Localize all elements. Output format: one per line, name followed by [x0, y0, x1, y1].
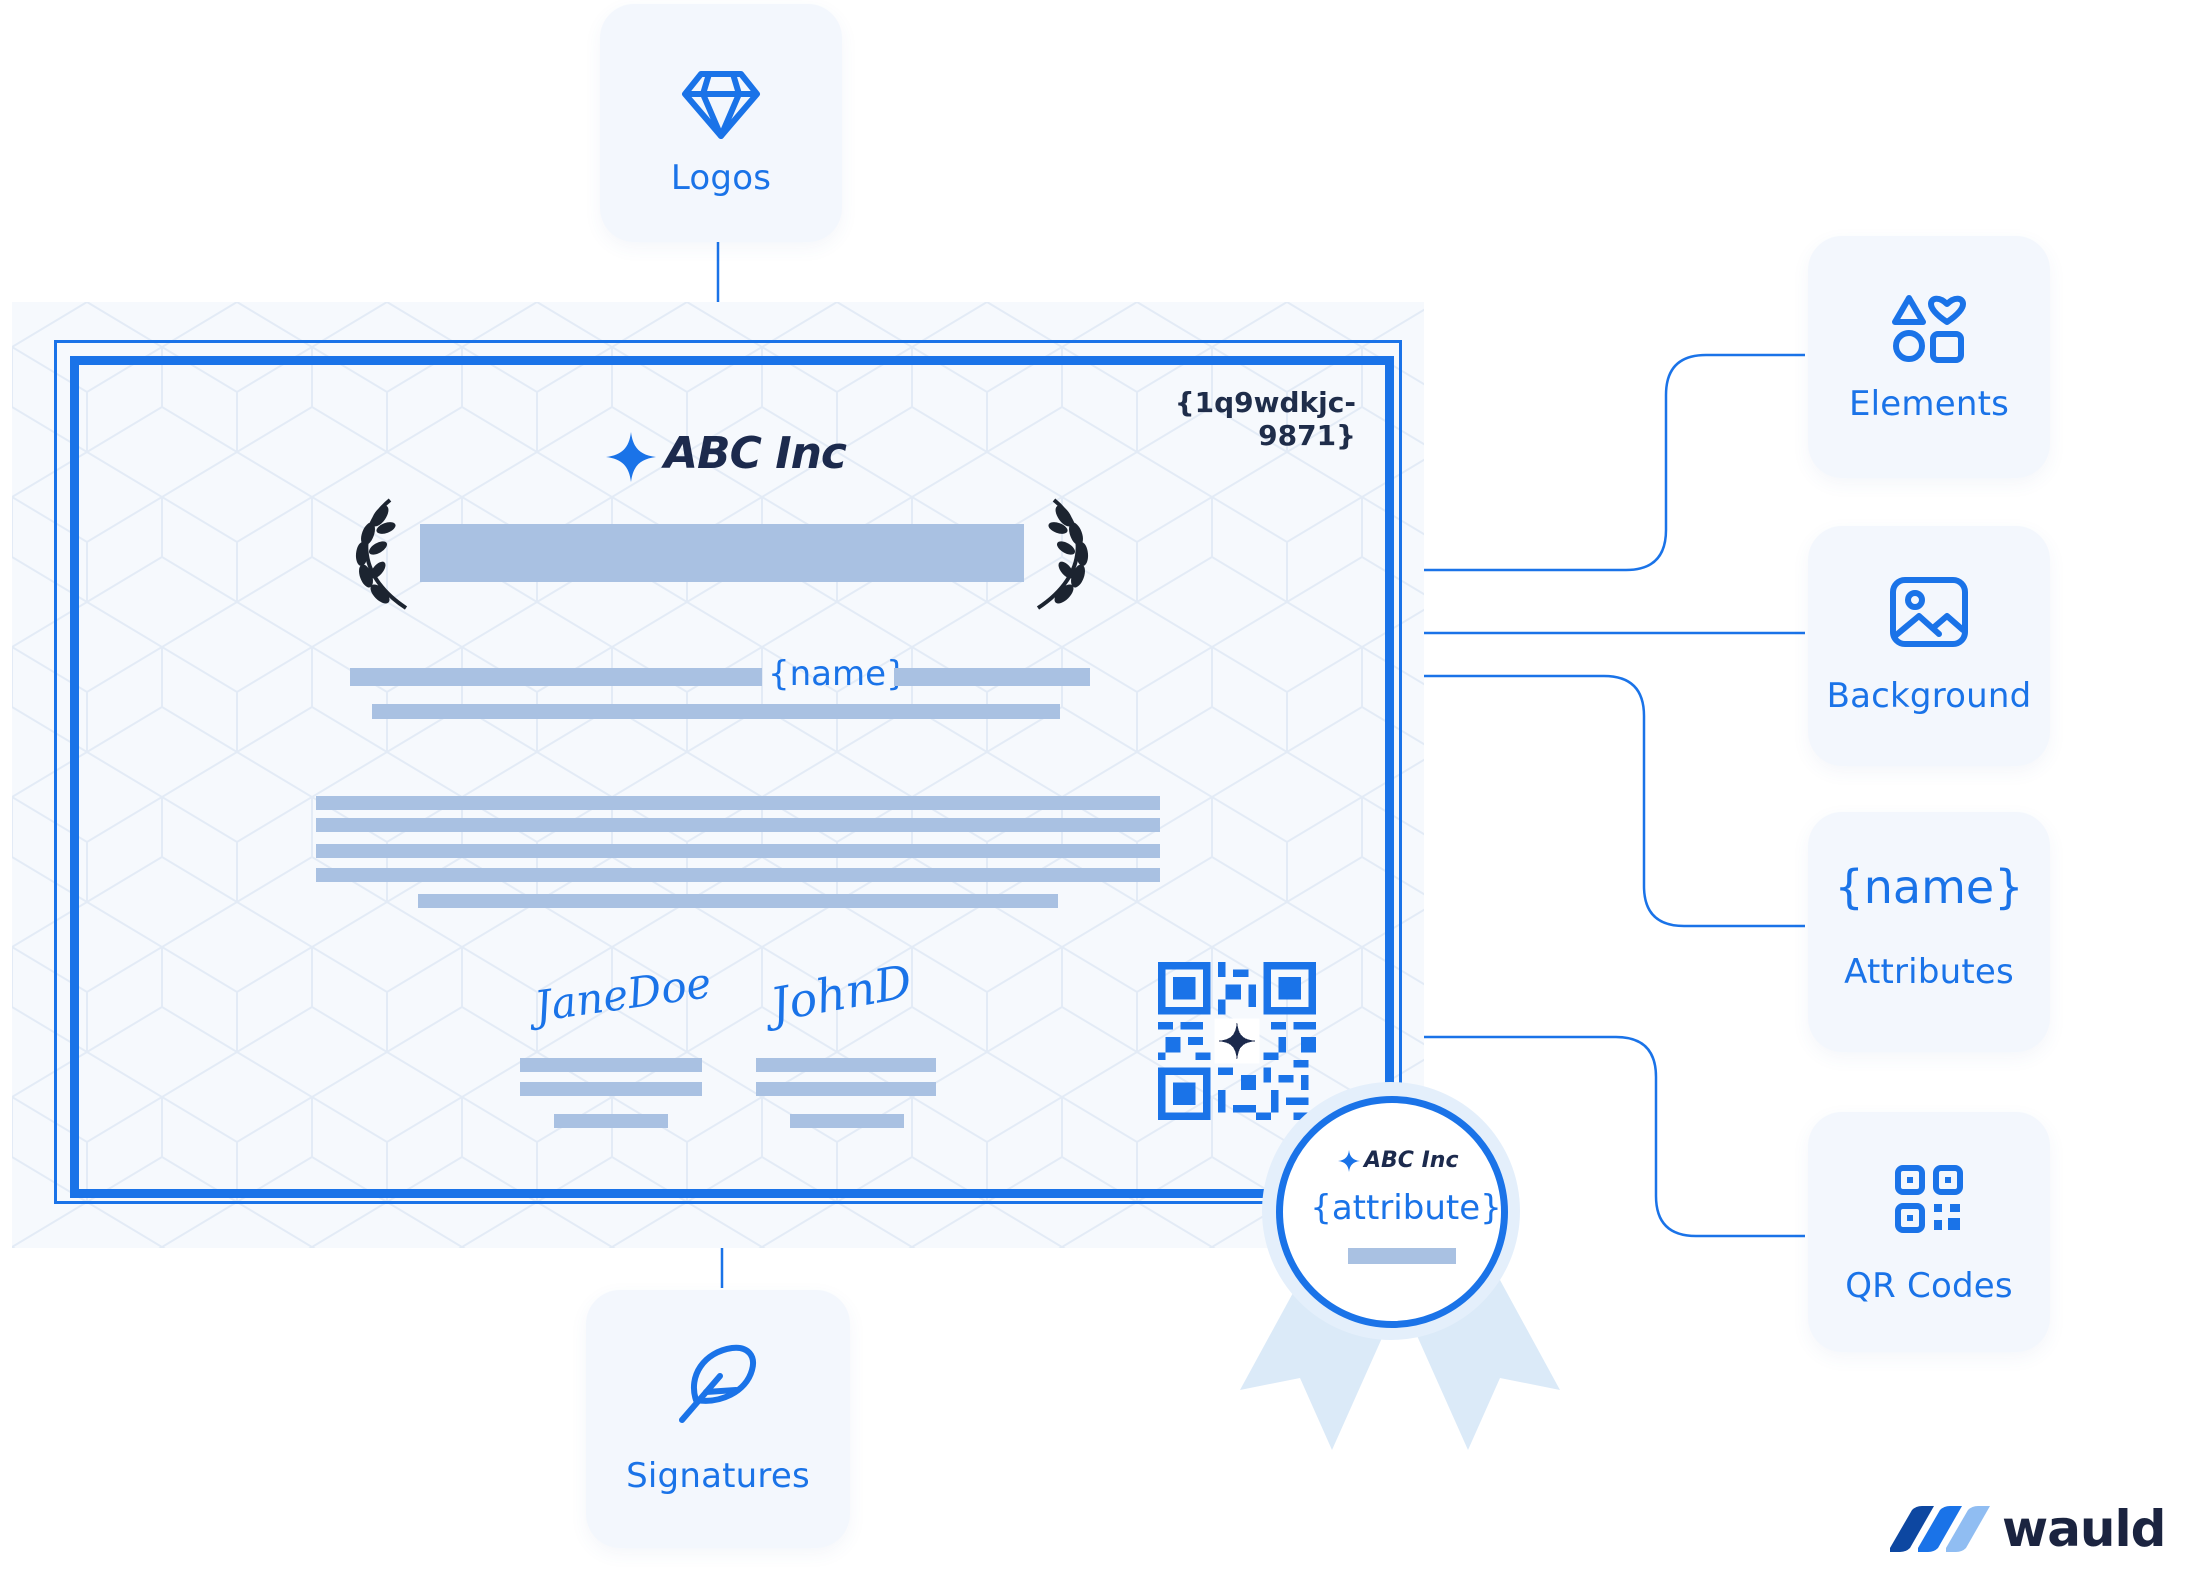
text-placeholder — [316, 796, 1160, 810]
title-placeholder — [420, 524, 1024, 582]
company-name: ABC Inc — [664, 428, 847, 479]
laurel-left-icon — [355, 498, 408, 610]
seal-inner — [1276, 1096, 1508, 1328]
feature-card-qr-codes: QR Codes — [1808, 1112, 2050, 1352]
seal-sparkle-icon — [1338, 1150, 1360, 1172]
feature-card-logos: Logos — [600, 4, 842, 242]
text-placeholder — [372, 704, 1060, 719]
feature-label-attributes: Attributes — [1844, 952, 2014, 992]
feature-label-qr-codes: QR Codes — [1845, 1266, 2013, 1306]
sparkle-logo-icon — [606, 432, 656, 482]
seal-placeholder — [1348, 1248, 1456, 1264]
certificate-id: {1q9wdkjc-9871} — [1174, 386, 1356, 452]
inner-frame — [70, 356, 1394, 1198]
text-placeholder — [894, 668, 1090, 686]
seal-company: ABC Inc — [1364, 1148, 1459, 1173]
signature-line — [756, 1082, 936, 1096]
text-placeholder — [316, 868, 1160, 882]
feature-card-signatures: Signatures — [586, 1290, 850, 1548]
wauld-logo-icon — [1890, 1506, 1990, 1552]
signature-line — [554, 1114, 668, 1128]
certificate-qr-code — [1158, 962, 1316, 1120]
brand-name: wauld — [2002, 1500, 2166, 1558]
feature-label-background: Background — [1826, 676, 2032, 716]
signature-line — [520, 1058, 702, 1072]
feature-label-signatures: Signatures — [626, 1456, 810, 1496]
laurel-right-icon — [1036, 498, 1089, 610]
signature-line — [520, 1082, 702, 1096]
feature-card-attributes: {name} Attributes — [1808, 812, 2050, 1052]
qr-code-icon — [1895, 1165, 1963, 1233]
image-icon — [1890, 577, 1968, 647]
name-token: {name} — [768, 654, 908, 694]
feature-label-elements: Elements — [1848, 384, 2010, 424]
text-placeholder — [418, 894, 1058, 908]
seal-attribute-token: {attribute} — [1310, 1188, 1502, 1228]
text-placeholder — [316, 818, 1160, 832]
signature-line — [756, 1058, 936, 1072]
text-placeholder — [350, 668, 762, 686]
feature-card-background: Background — [1808, 526, 2050, 766]
diamond-icon — [682, 71, 760, 139]
text-placeholder — [316, 844, 1160, 858]
feature-card-elements: Elements — [1808, 236, 2050, 478]
feature-label-logos: Logos — [670, 158, 772, 198]
outer-frame — [54, 340, 1402, 1204]
signature-line — [790, 1114, 904, 1128]
name-token-icon: {name} — [1834, 860, 2024, 914]
feather-pen-icon — [679, 1344, 756, 1423]
shapes-icon — [1892, 295, 1966, 363]
